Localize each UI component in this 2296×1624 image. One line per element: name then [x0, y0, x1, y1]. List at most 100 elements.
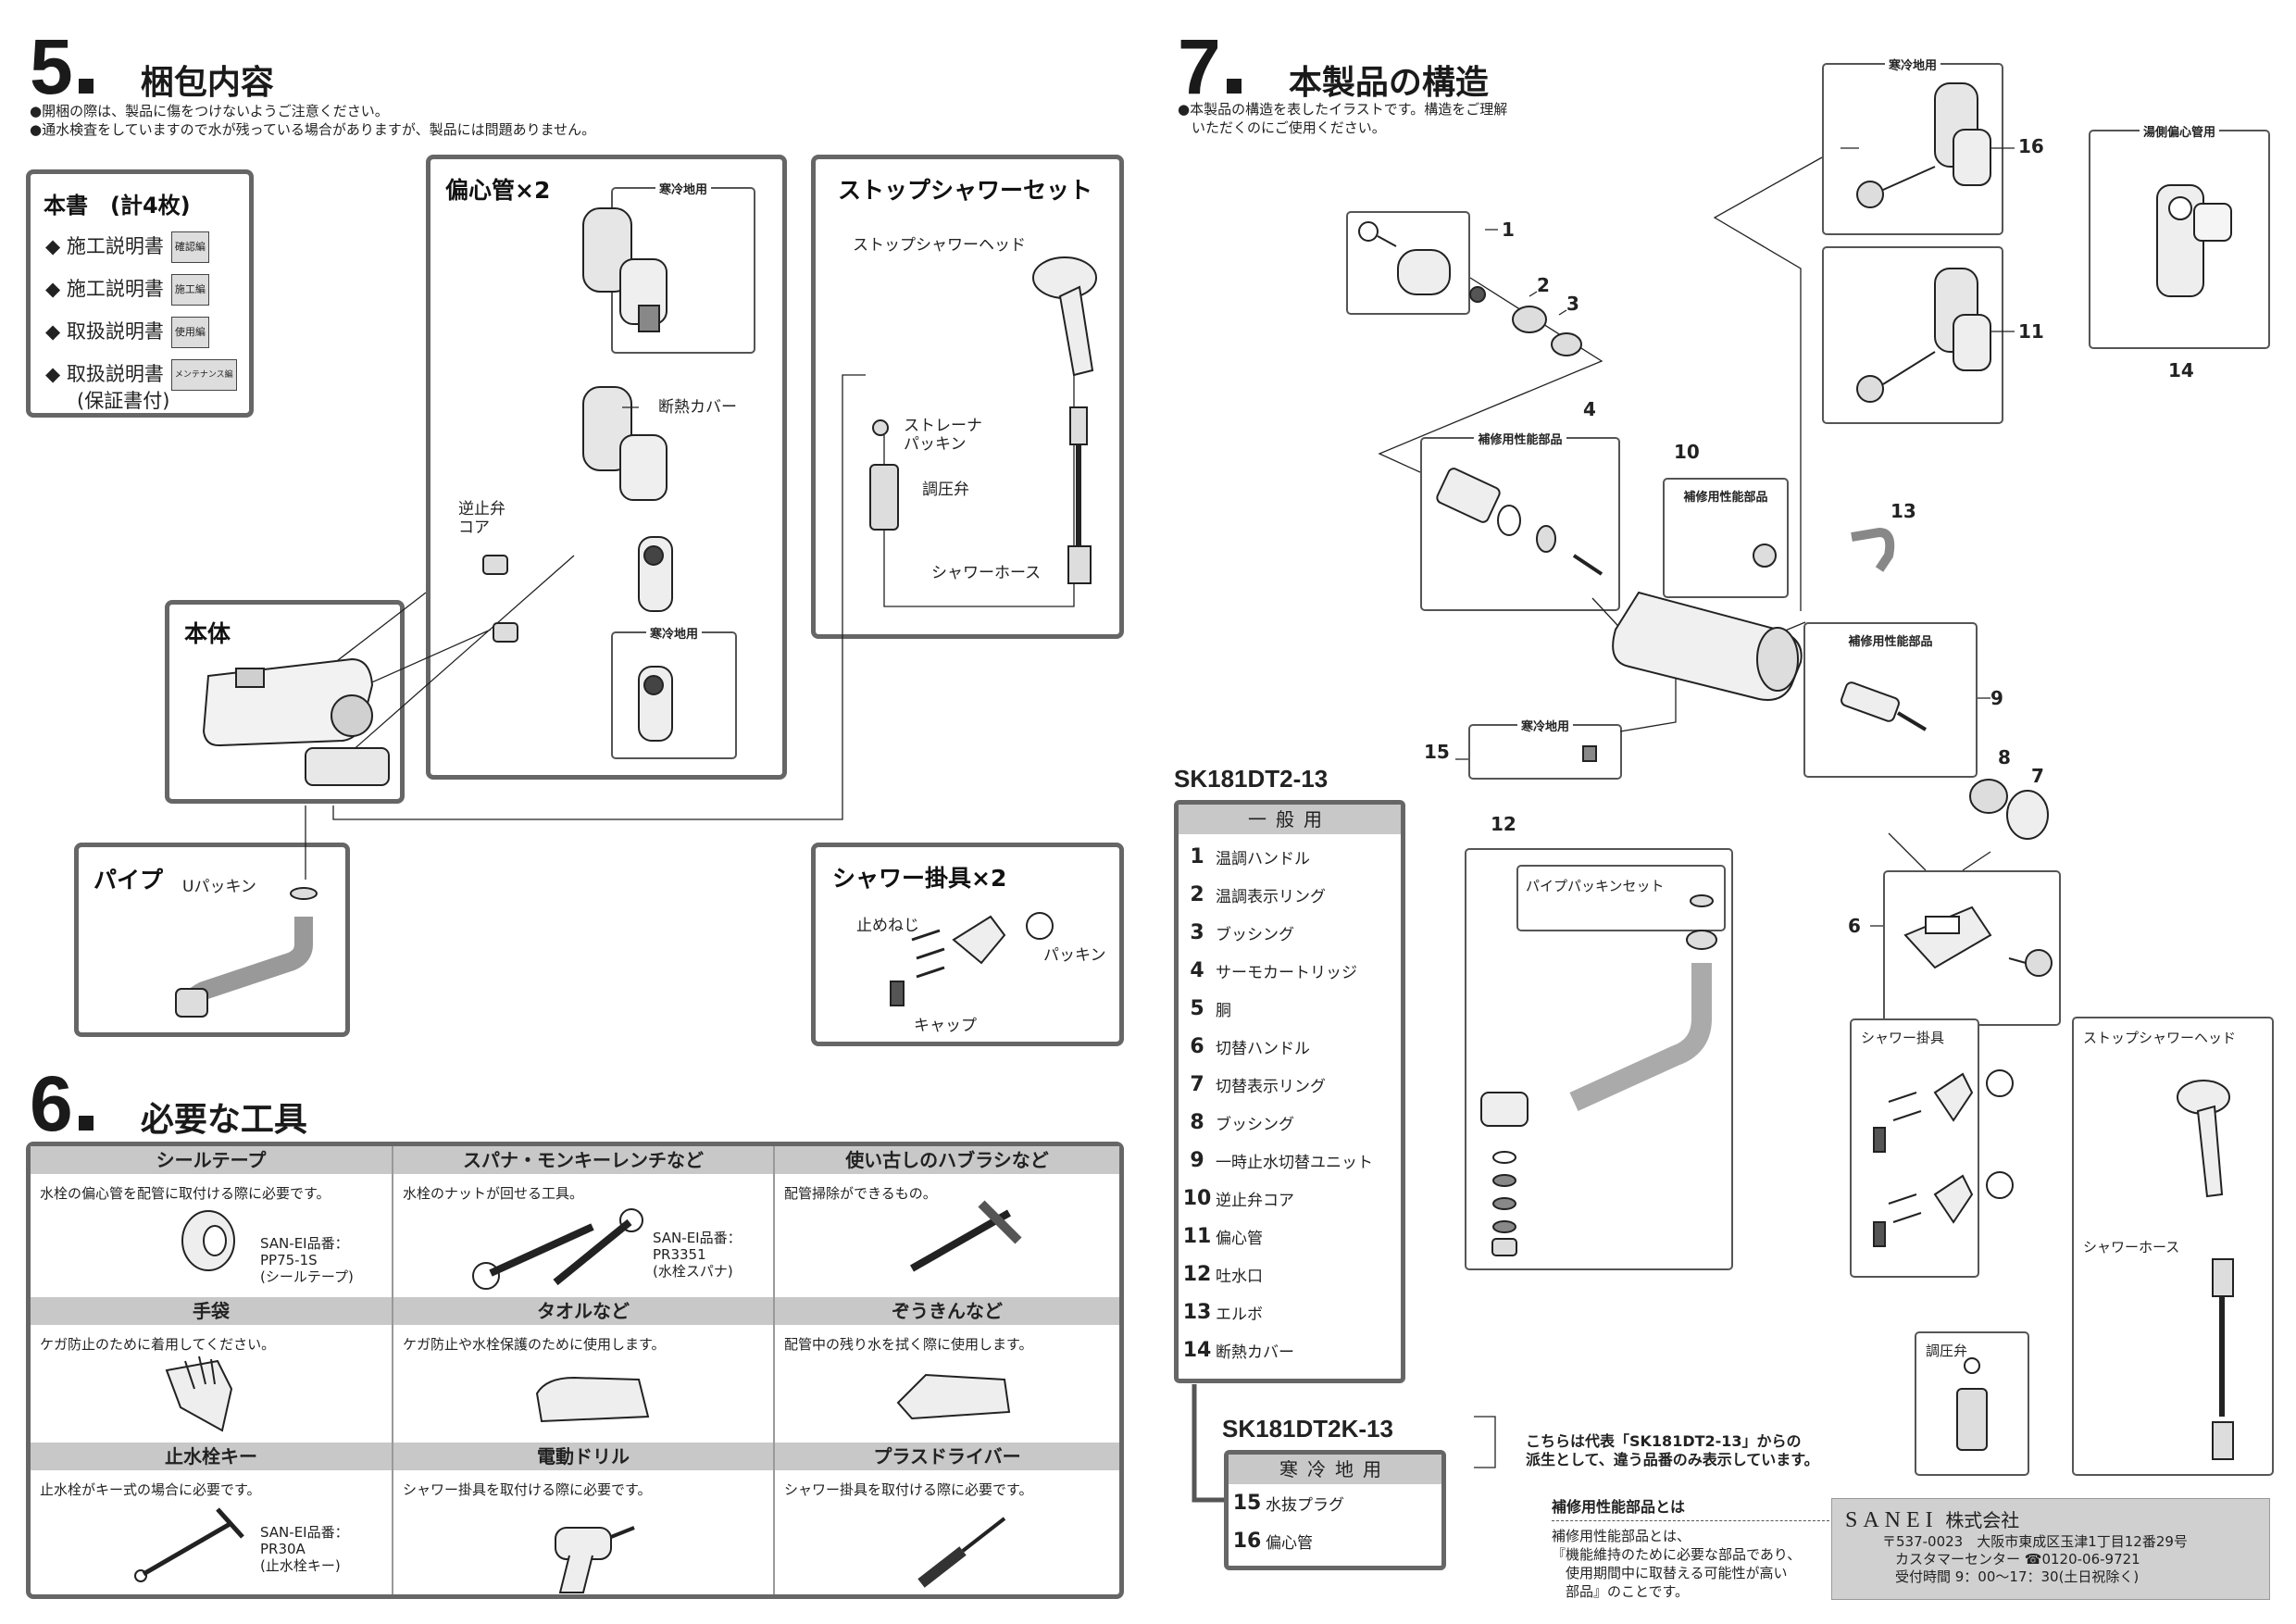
company-address: 〒537-0023 大阪市東成区玉津1丁目12番29号 [1882, 1533, 2188, 1550]
stop-shower-frame: ストップシャワーヘッド シャワーホース [2072, 1017, 2274, 1476]
document-sub: (保証書付) [77, 390, 170, 412]
repair-definition-body: 補修用性能部品とは、 『機能維持のために必要な部品であり、 使用期間中に取替える… [1552, 1528, 1802, 1600]
section-title: 必要な工具 [140, 1101, 307, 1139]
callout-15: 15 [1424, 741, 1450, 763]
tool-desc: ケガ防止や水栓保護のために使用します。 [403, 1336, 666, 1353]
shower-hanger-icon [890, 912, 1054, 1006]
shower-head-icon [2177, 1080, 2234, 1460]
switch-unit-icon [1841, 681, 1928, 731]
tool-cell: 手袋 ケガ防止のために着用してください。 [31, 1297, 393, 1443]
wrench-icon [472, 1208, 643, 1290]
section-5-heading: 5 梱包内容 [30, 28, 274, 106]
company-block: SANEI 株式会社 〒537-0023 大阪市東成区玉津1丁目12番29号 カ… [1831, 1498, 2270, 1600]
tool-name: 手袋 [31, 1297, 392, 1325]
tool-name: 止水栓キー [31, 1443, 392, 1470]
tool-code: SAN-EI品番： PR3351 (水栓スパナ) [653, 1230, 742, 1280]
shower-hanger-icon [1873, 1069, 2014, 1247]
repair-definition: 補修用性能部品とは 補修用性能部品とは、 『機能維持のために必要な部品であり、 … [1552, 1494, 1829, 1601]
screw-label: 止めねじ [856, 917, 919, 935]
tool-cell: シールテープ 水栓の偏心管を配管に取付ける際に必要です。 SAN-EI品番： P… [31, 1146, 393, 1297]
tool-cell: ぞうきんなど 配管中の残り水を拭く際に使用します。 [775, 1297, 1119, 1443]
document-tag: 使用編 [170, 317, 209, 348]
strainer-label: ストレーナ パッキン [904, 417, 982, 454]
parts-list-head: 一般用 [1179, 805, 1401, 834]
document-tag: メンテナンス編 [170, 359, 237, 391]
shower-head-label: ストップシャワーヘッド [853, 236, 1026, 255]
insulation-cover-label: 断熱カバー [658, 398, 737, 417]
shower-head-icon [1032, 256, 1097, 584]
callout-3: 3 [1566, 293, 1579, 315]
tool-name: 使い古しのハブラシなど [775, 1146, 1119, 1174]
section-5-notes: ●開梱の際は、製品に傷をつけないようご注意ください。 ●通水検査をしていますので… [30, 102, 595, 139]
documents-title: 本書 (計4枚) [44, 193, 191, 219]
eccentric-title: 偏心管×2 [445, 177, 551, 204]
callout-10: 10 [1674, 441, 1700, 463]
document-tag: 施工編 [170, 274, 209, 306]
section-dot [78, 79, 94, 94]
toothbrush-icon [910, 1200, 1022, 1272]
tool-name: シールテープ [31, 1146, 392, 1174]
section-dot [1226, 79, 1242, 94]
hanger-frame: シャワー掛具 [1850, 1018, 1979, 1278]
callout-8: 8 [1998, 746, 2011, 768]
spout-icon [1480, 894, 1717, 1256]
eccentric-pipe-icon [1856, 82, 1991, 403]
rag-icon [896, 1373, 1011, 1420]
document-tag: 確認編 [170, 231, 209, 263]
thermo-cartridge-icon [1436, 468, 1603, 576]
section-title: 本製品の構造 [1288, 64, 1489, 102]
section-number: 5 [30, 23, 73, 110]
callout-12: 12 [1491, 813, 1516, 835]
tool-cell: プラスドライバー シャワー掛具を取付ける際に必要です。 [775, 1443, 1119, 1594]
section-number: 7 [1178, 23, 1221, 110]
section-7-heading: 7 本製品の構造 [1178, 28, 1489, 106]
callout-6: 6 [1848, 915, 1861, 937]
document-item: ◆ 施工説明書施工編 [45, 274, 237, 306]
note-line: いただくのにご使用ください。 [1178, 119, 1386, 136]
derive-note: こちらは代表「SK181DT2-13」からの 派生として、違う品番のみ表示してい… [1526, 1432, 1819, 1468]
body-title: 本体 [184, 620, 231, 647]
hanger-title: シャワー掛具×2 [832, 865, 1007, 892]
tool-code: SAN-EI品番： PR30A (止水栓キー) [260, 1524, 349, 1574]
callout-9: 9 [1990, 687, 2003, 709]
tool-desc: 水栓のナットが回せる工具。 [403, 1185, 584, 1202]
eccentric-pipe-box: 偏心管×2 寒冷地用 寒冷地用 断熱カバー 逆止弁 コア [426, 155, 787, 780]
glove-icon [165, 1355, 233, 1432]
tool-cell: タオルなど ケガ防止や水栓保護のために使用します。 [393, 1297, 775, 1443]
drill-icon [555, 1526, 635, 1593]
tool-desc: ケガ防止のために着用してください。 [40, 1336, 276, 1353]
regulator-icon [1956, 1357, 1988, 1451]
tool-name: スパナ・モンキーレンチなど [393, 1146, 773, 1174]
document-item: ◆ 取扱説明書使用編 [45, 317, 237, 348]
section-number: 6 [30, 1060, 73, 1147]
tool-cell: 使い古しのハブラシなど 配管掃除ができるもの。 [775, 1146, 1119, 1297]
tool-desc: 止水栓がキー式の場合に必要です。 [40, 1481, 261, 1498]
tool-desc: 配管中の残り水を拭く際に使用します。 [784, 1336, 1033, 1353]
hose-label: シャワーホース [931, 564, 1042, 582]
cap-label: キャップ [914, 1017, 977, 1035]
company-name-en: SANEI [1845, 1508, 1939, 1532]
callout-7: 7 [2031, 765, 2044, 787]
temperature-handle-icon [1358, 221, 1451, 295]
parts-list-head: 寒冷地用 [1229, 1455, 1441, 1484]
tool-cell: 止水栓キー 止水栓がキー式の場合に必要です。 SAN-EI品番： PR30A (… [31, 1443, 393, 1594]
callout-13: 13 [1890, 500, 1916, 522]
main-body-icon [1612, 591, 1803, 701]
faucet-body-icon [202, 657, 390, 786]
eccentric-pipe-icon [582, 207, 673, 742]
tool-name: ぞうきんなど [775, 1297, 1119, 1325]
section-title: 梱包内容 [140, 64, 274, 102]
note-line: ●通水検査をしていますので水が残っている場合がありますが、製品には問題ありません… [30, 121, 596, 138]
document-item: ◆ 施工説明書確認編 [45, 231, 237, 263]
